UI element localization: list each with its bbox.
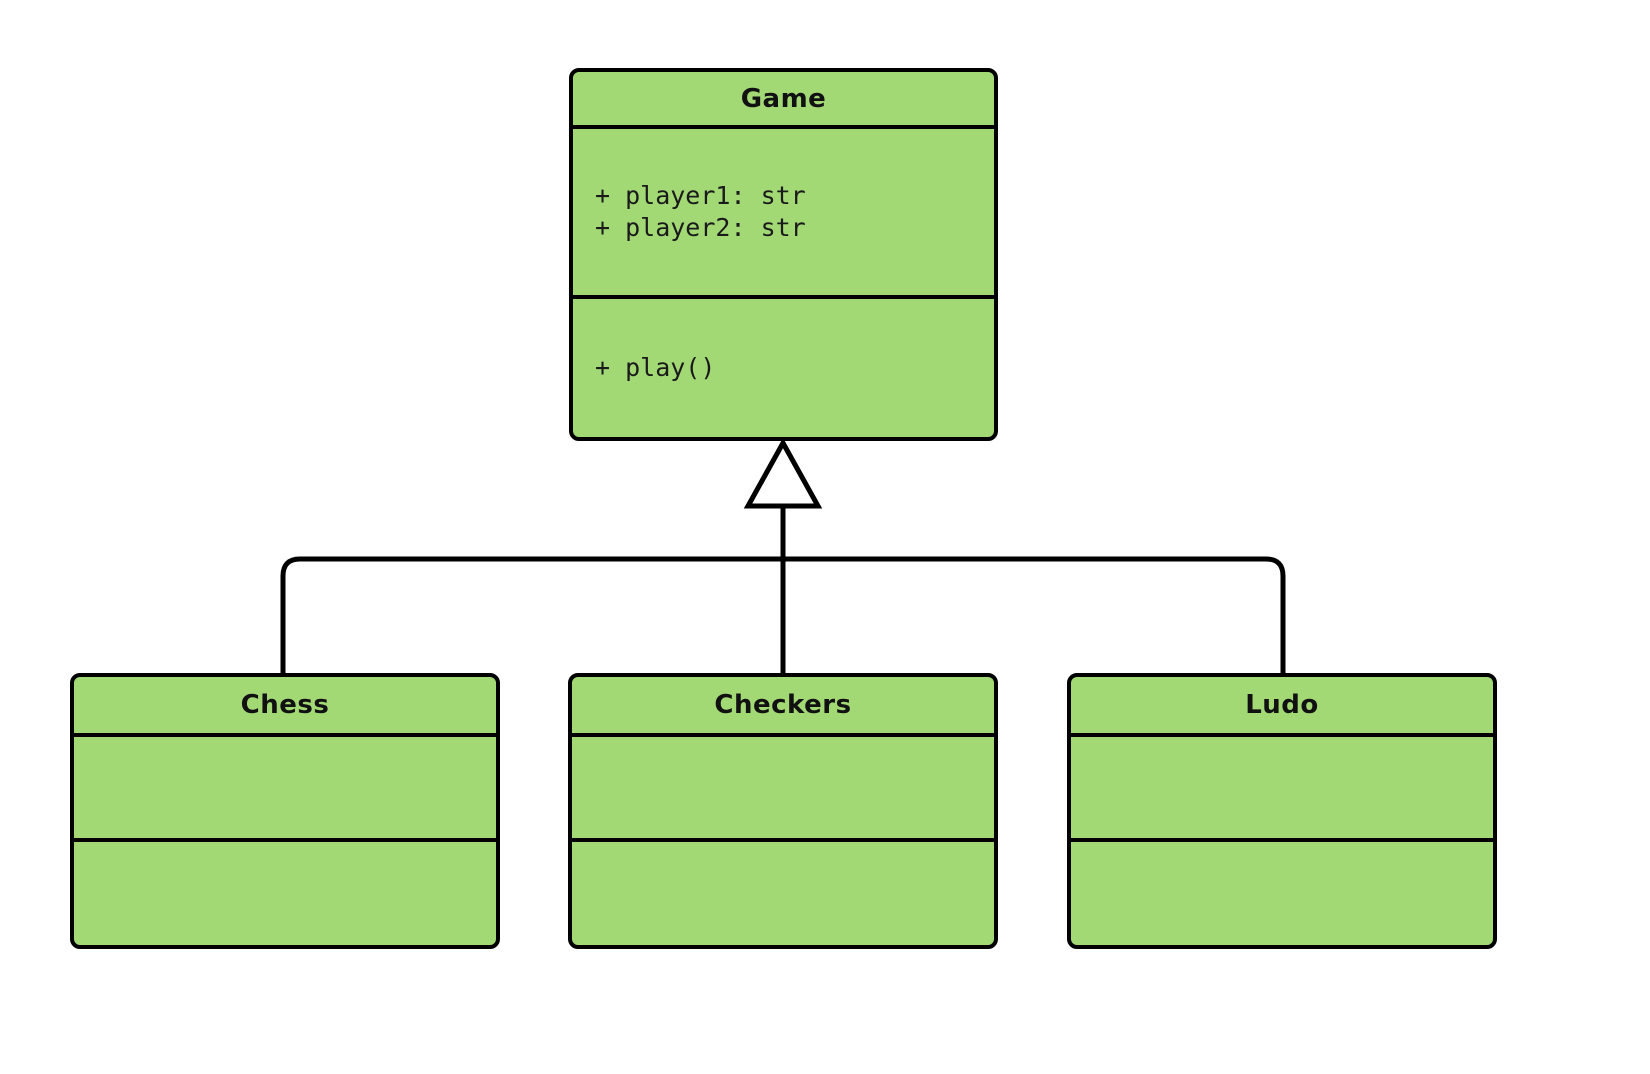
methods-compartment-checkers bbox=[572, 842, 994, 945]
class-box-chess[interactable]: Chess bbox=[70, 673, 500, 949]
class-box-ludo[interactable]: Ludo bbox=[1067, 673, 1497, 949]
class-box-game[interactable]: Game + player1: str + player2: str + pla… bbox=[569, 68, 998, 441]
class-name-chess: Chess bbox=[74, 677, 496, 737]
class-name-checkers: Checkers bbox=[572, 677, 994, 737]
attribute-row: + player1: str bbox=[595, 181, 806, 210]
attributes-compartment-chess bbox=[74, 737, 496, 842]
class-box-checkers[interactable]: Checkers bbox=[568, 673, 998, 949]
attributes-compartment-ludo bbox=[1071, 737, 1493, 842]
methods-compartment-game: + play() bbox=[573, 299, 994, 437]
attributes-compartment-checkers bbox=[572, 737, 994, 842]
class-name-game: Game bbox=[573, 72, 994, 129]
methods-compartment-chess bbox=[74, 842, 496, 945]
connector-bus bbox=[280, 556, 1286, 673]
class-name-ludo: Ludo bbox=[1071, 677, 1493, 737]
method-row: + play() bbox=[595, 353, 716, 382]
generalization-triangle-icon bbox=[743, 437, 823, 509]
attribute-row: + player2: str bbox=[595, 213, 806, 242]
methods-compartment-ludo bbox=[1071, 842, 1493, 945]
attributes-compartment-game: + player1: str + player2: str bbox=[573, 129, 994, 299]
